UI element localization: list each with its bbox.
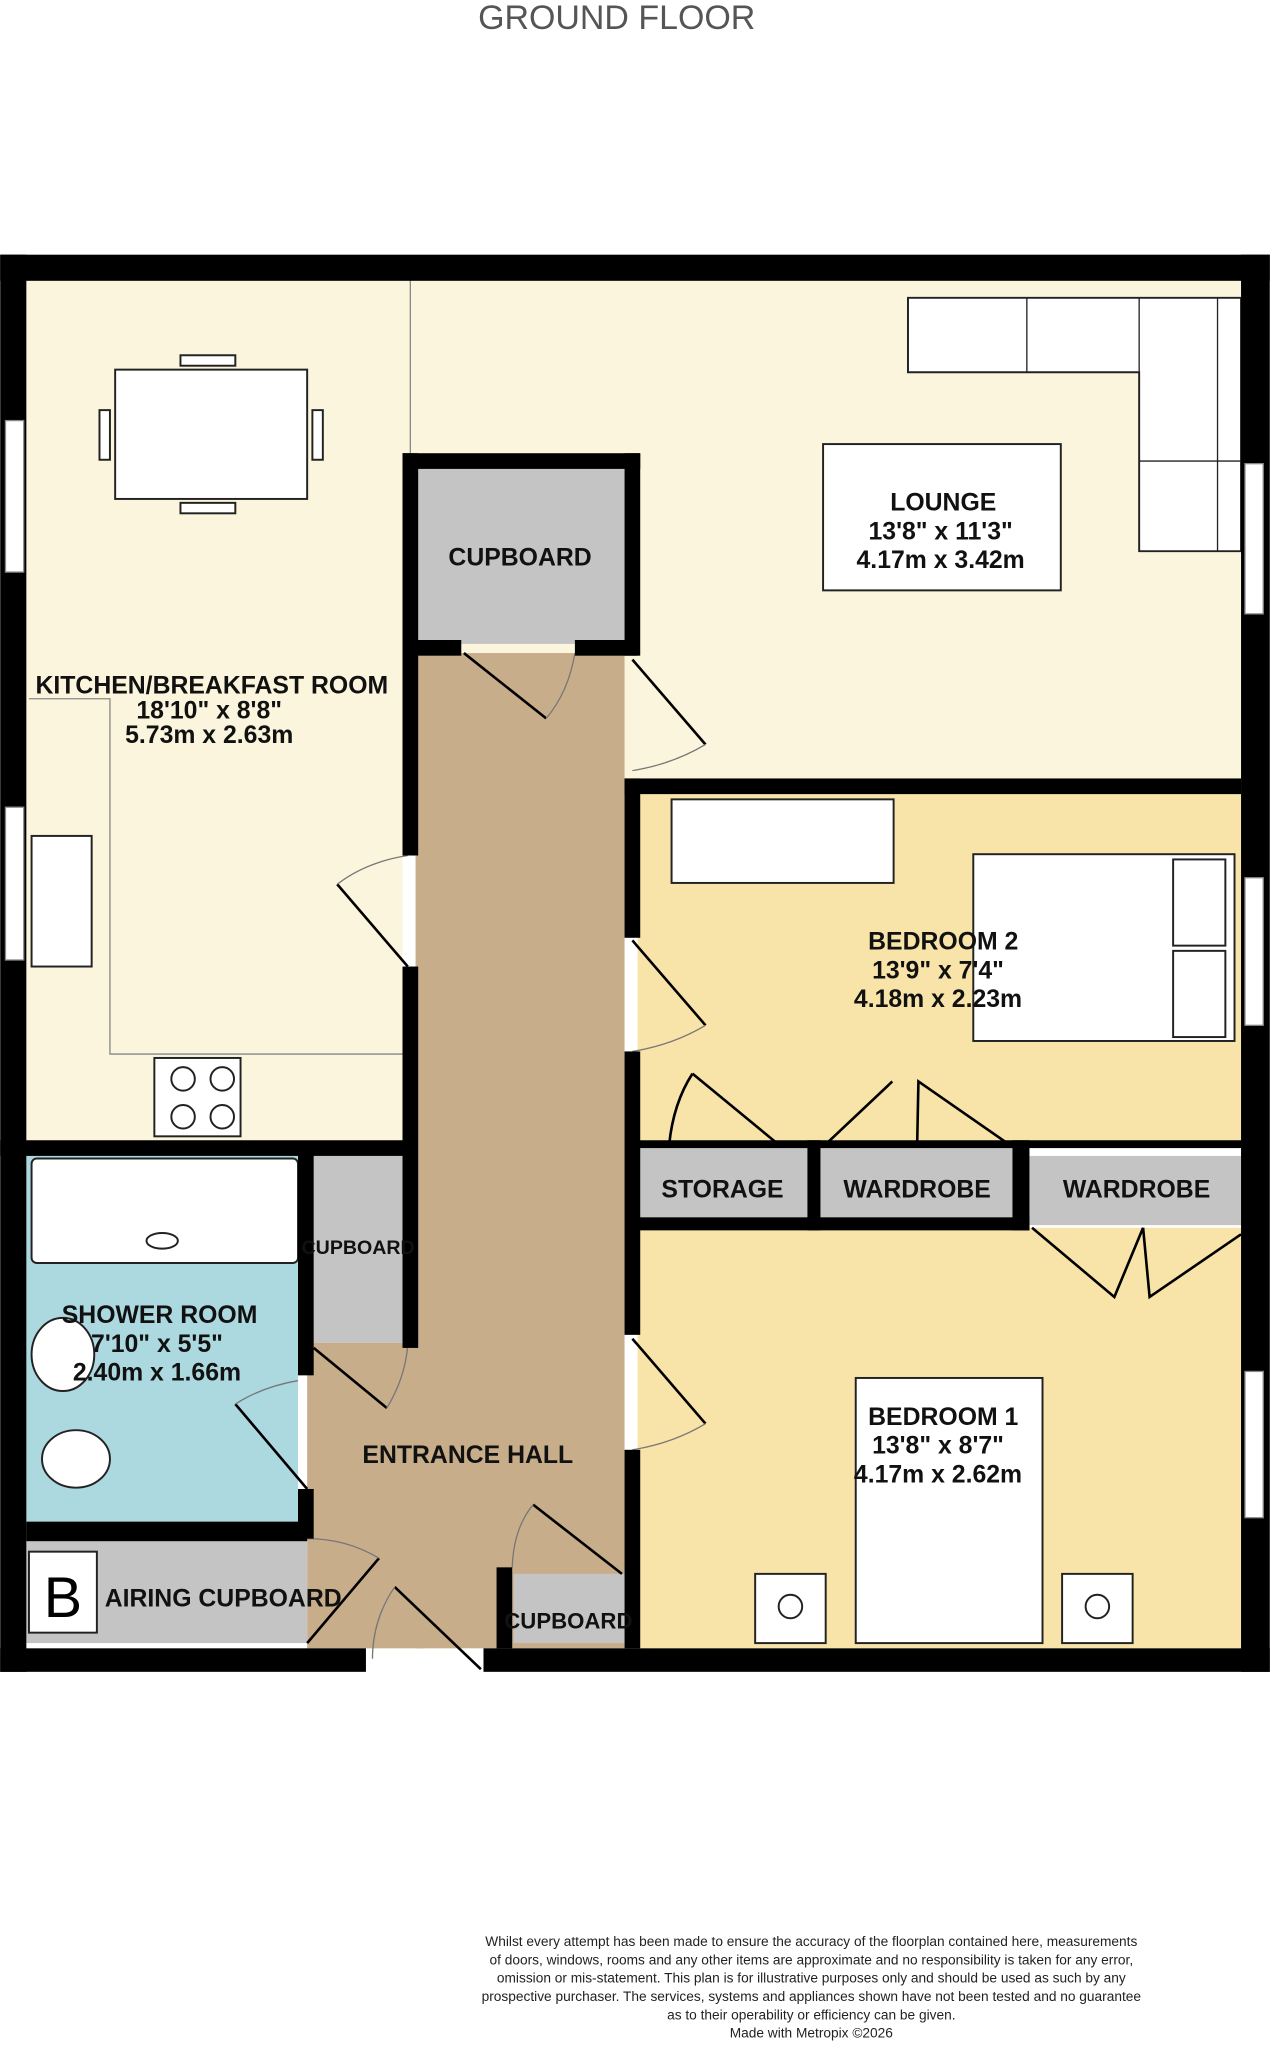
kitchen-imperial: 18'10" x 8'8" xyxy=(136,697,282,724)
room-labels: KITCHEN/BREAKFAST ROOM 18'10" x 8'8" 5.7… xyxy=(35,490,1210,1634)
desk-icon xyxy=(670,798,895,884)
window xyxy=(4,419,25,573)
disclaimer: Whilst every attempt has been made to en… xyxy=(482,1934,1142,2040)
cupboard-shower-floor xyxy=(313,1155,403,1343)
storage-label: STORAGE xyxy=(661,1177,783,1204)
bedroom-fixtures xyxy=(670,798,1236,1645)
shower-metric: 2.40m x 1.66m xyxy=(73,1360,241,1387)
cupboard-top-label: CUPBOARD xyxy=(448,545,591,572)
disclaimer-line: Whilst every attempt has been made to en… xyxy=(485,1934,1137,1949)
basin-icon xyxy=(30,1316,96,1392)
bedroom2-name: BEDROOM 2 xyxy=(868,929,1018,956)
shower-fixtures: B xyxy=(27,1157,299,1634)
wardrobe2-label: WARDROBE xyxy=(1063,1177,1210,1204)
rug-icon xyxy=(822,443,1062,592)
lounge-fixtures xyxy=(822,296,1243,592)
sofa-icon xyxy=(906,296,1243,553)
toilet-icon xyxy=(41,1429,111,1489)
boiler-label: B xyxy=(44,1566,82,1630)
wardrobe2-floor xyxy=(1029,1155,1242,1226)
cupboard-shower-label: CUPBOARD xyxy=(302,1237,415,1259)
shower-imperial: 7'10" x 5'5" xyxy=(91,1331,223,1358)
bedroom1-name: BEDROOM 1 xyxy=(868,1404,1018,1431)
hall-name: ENTRANCE HALL xyxy=(362,1442,573,1469)
window xyxy=(4,806,25,961)
kitchen-metric: 5.73m x 2.63m xyxy=(125,722,293,749)
bedroom1-imperial: 13'8" x 8'7" xyxy=(872,1433,1004,1460)
disclaimer-line: omission or mis-statement. This plan is … xyxy=(497,1971,1126,1986)
wardrobe1-floor xyxy=(820,1146,1013,1218)
disclaimer-line: of doors, windows, rooms and any other i… xyxy=(490,1952,1134,1967)
credit-line: Made with Metropix ©2026 xyxy=(730,2026,894,2041)
windows xyxy=(4,419,1264,1519)
doors xyxy=(234,652,1242,1671)
bed-icon xyxy=(854,1376,1044,1645)
wardrobe1-label: WARDROBE xyxy=(843,1177,990,1204)
bedroom1-metric: 4.17m x 2.62m xyxy=(854,1461,1022,1488)
hall-floor xyxy=(415,653,625,1649)
floor-title: GROUND FLOOR xyxy=(478,0,755,37)
sink-icon xyxy=(30,834,93,968)
boiler-icon xyxy=(27,1550,98,1634)
window xyxy=(1244,1370,1264,1519)
cupboard-hall-label: CUPBOARD xyxy=(504,1609,632,1634)
cupboard-hall-floor xyxy=(513,1573,625,1644)
window xyxy=(1244,877,1264,1026)
disclaimer-line: as to their operability or efficiency ca… xyxy=(667,2007,955,2022)
cupboard-top-floor xyxy=(415,467,625,644)
lounge-imperial: 13'8" x 11'3" xyxy=(868,518,1012,545)
bedroom2-imperial: 13'9" x 7'4" xyxy=(872,957,1004,984)
lounge-metric: 4.17m x 3.42m xyxy=(857,547,1025,574)
bedroom2-metric: 4.18m x 2.23m xyxy=(854,986,1022,1013)
kitchen-fixtures xyxy=(28,271,411,1138)
window xyxy=(1244,463,1264,615)
shower-name: SHOWER ROOM xyxy=(62,1302,258,1329)
dining-table-icon xyxy=(98,354,324,515)
kitchen-name: KITCHEN/BREAKFAST ROOM xyxy=(35,673,388,700)
lounge-name: LOUNGE xyxy=(890,490,996,517)
disclaimer-line: prospective purchaser. The services, sys… xyxy=(482,1989,1142,2004)
airing-label: AIRING CUPBOARD xyxy=(105,1586,342,1613)
storage-floor xyxy=(637,1146,808,1218)
